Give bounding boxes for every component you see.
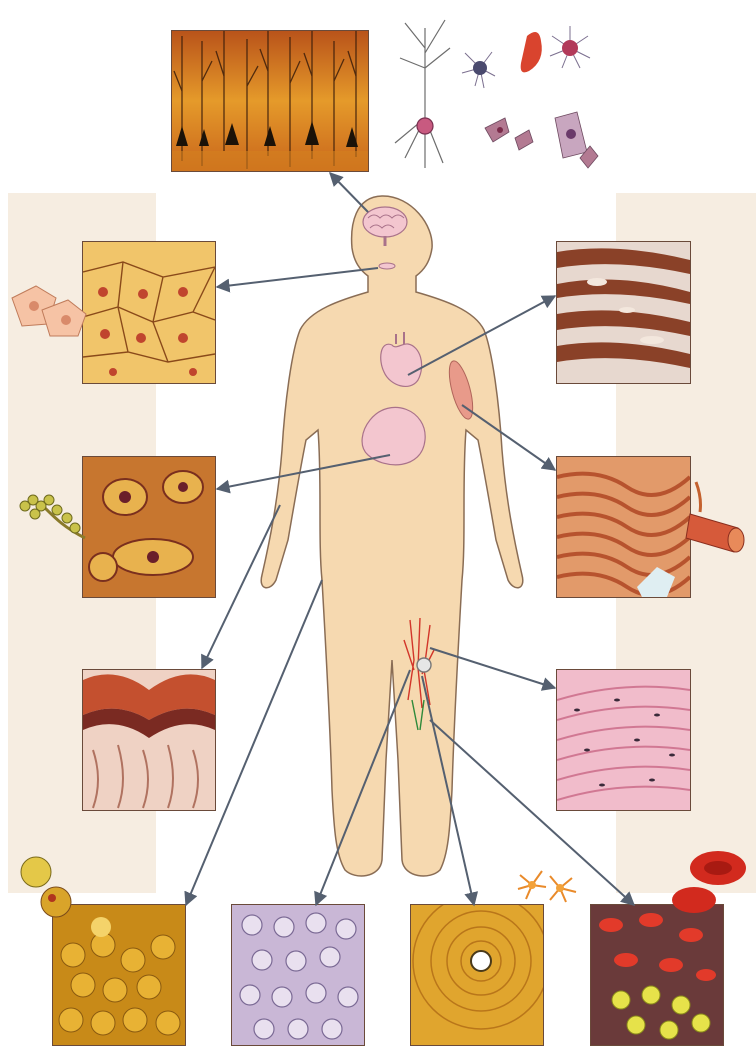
arrow-mouth-to-squamous: [217, 268, 378, 287]
mouth-icon: [379, 263, 395, 269]
arrow-brain-to-cortex: [330, 173, 368, 212]
arrow-body-to-villi: [186, 580, 322, 905]
human-body: [261, 196, 523, 876]
arrow-knee-to-blood: [430, 720, 634, 905]
